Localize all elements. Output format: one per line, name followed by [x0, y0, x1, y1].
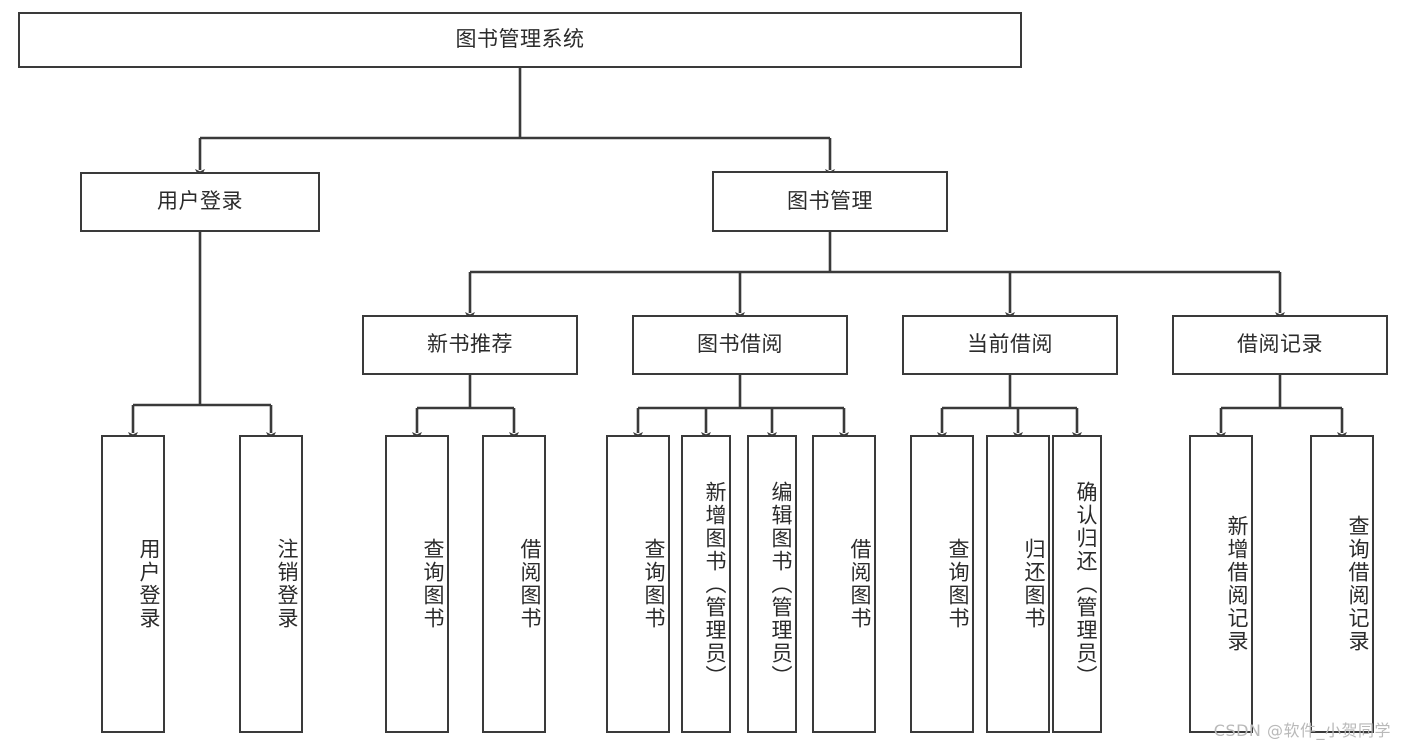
node-book-manage[interactable]: 图书管理 [712, 171, 948, 232]
node-leaf-user-logout[interactable]: 注销登录 [239, 435, 303, 733]
node-label: 借阅图书 [518, 538, 542, 630]
node-label: 新增图书（管理员） [703, 480, 727, 688]
node-leaf-rec-borrow-book[interactable]: 借阅图书 [482, 435, 546, 733]
node-root-book-management-system[interactable]: 图书管理系统 [18, 12, 1022, 68]
node-label: 编辑图书（管理员） [769, 480, 793, 688]
node-leaf-user-login[interactable]: 用户登录 [101, 435, 165, 733]
node-leaf-bb-edit-book[interactable]: 编辑图书（管理员） [747, 435, 797, 733]
node-borrow-record[interactable]: 借阅记录 [1172, 315, 1388, 375]
node-leaf-cb-confirm-return[interactable]: 确认归还（管理员） [1052, 435, 1102, 733]
node-leaf-bb-add-book[interactable]: 新增图书（管理员） [681, 435, 731, 733]
node-label: 归还图书 [1022, 538, 1046, 630]
node-label: 借阅图书 [848, 538, 872, 630]
node-label: 新增借阅记录 [1225, 515, 1249, 653]
node-leaf-cb-return-book[interactable]: 归还图书 [986, 435, 1050, 733]
node-leaf-br-add-record[interactable]: 新增借阅记录 [1189, 435, 1253, 733]
node-label: 当前借阅 [967, 332, 1053, 357]
node-user-login[interactable]: 用户登录 [80, 172, 320, 232]
node-label: 图书借阅 [697, 332, 783, 357]
node-new-book-rec[interactable]: 新书推荐 [362, 315, 578, 375]
node-label: 用户登录 [157, 189, 243, 214]
node-leaf-bb-query-book[interactable]: 查询图书 [606, 435, 670, 733]
node-current-borrow[interactable]: 当前借阅 [902, 315, 1118, 375]
node-label: 借阅记录 [1237, 332, 1323, 357]
node-label: 新书推荐 [427, 332, 513, 357]
node-label: 查询图书 [946, 538, 970, 630]
node-leaf-rec-query-book[interactable]: 查询图书 [385, 435, 449, 733]
node-label: 图书管理 [787, 188, 873, 213]
node-leaf-br-query-record[interactable]: 查询借阅记录 [1310, 435, 1374, 733]
node-label: 注销登录 [275, 538, 299, 630]
node-label: 图书管理系统 [455, 27, 585, 52]
node-label: 查询图书 [642, 538, 666, 630]
node-label: 查询借阅记录 [1346, 515, 1370, 653]
watermark-credit: CSDN @软件_小贺同学 [1213, 721, 1391, 740]
node-label: 查询图书 [421, 538, 445, 630]
node-label: 确认归还（管理员） [1074, 480, 1098, 688]
node-leaf-cb-query-book[interactable]: 查询图书 [910, 435, 974, 733]
node-leaf-bb-borrow-book[interactable]: 借阅图书 [812, 435, 876, 733]
edges-group [128, 68, 1347, 442]
node-book-borrow[interactable]: 图书借阅 [632, 315, 848, 375]
node-label: 用户登录 [137, 538, 161, 630]
